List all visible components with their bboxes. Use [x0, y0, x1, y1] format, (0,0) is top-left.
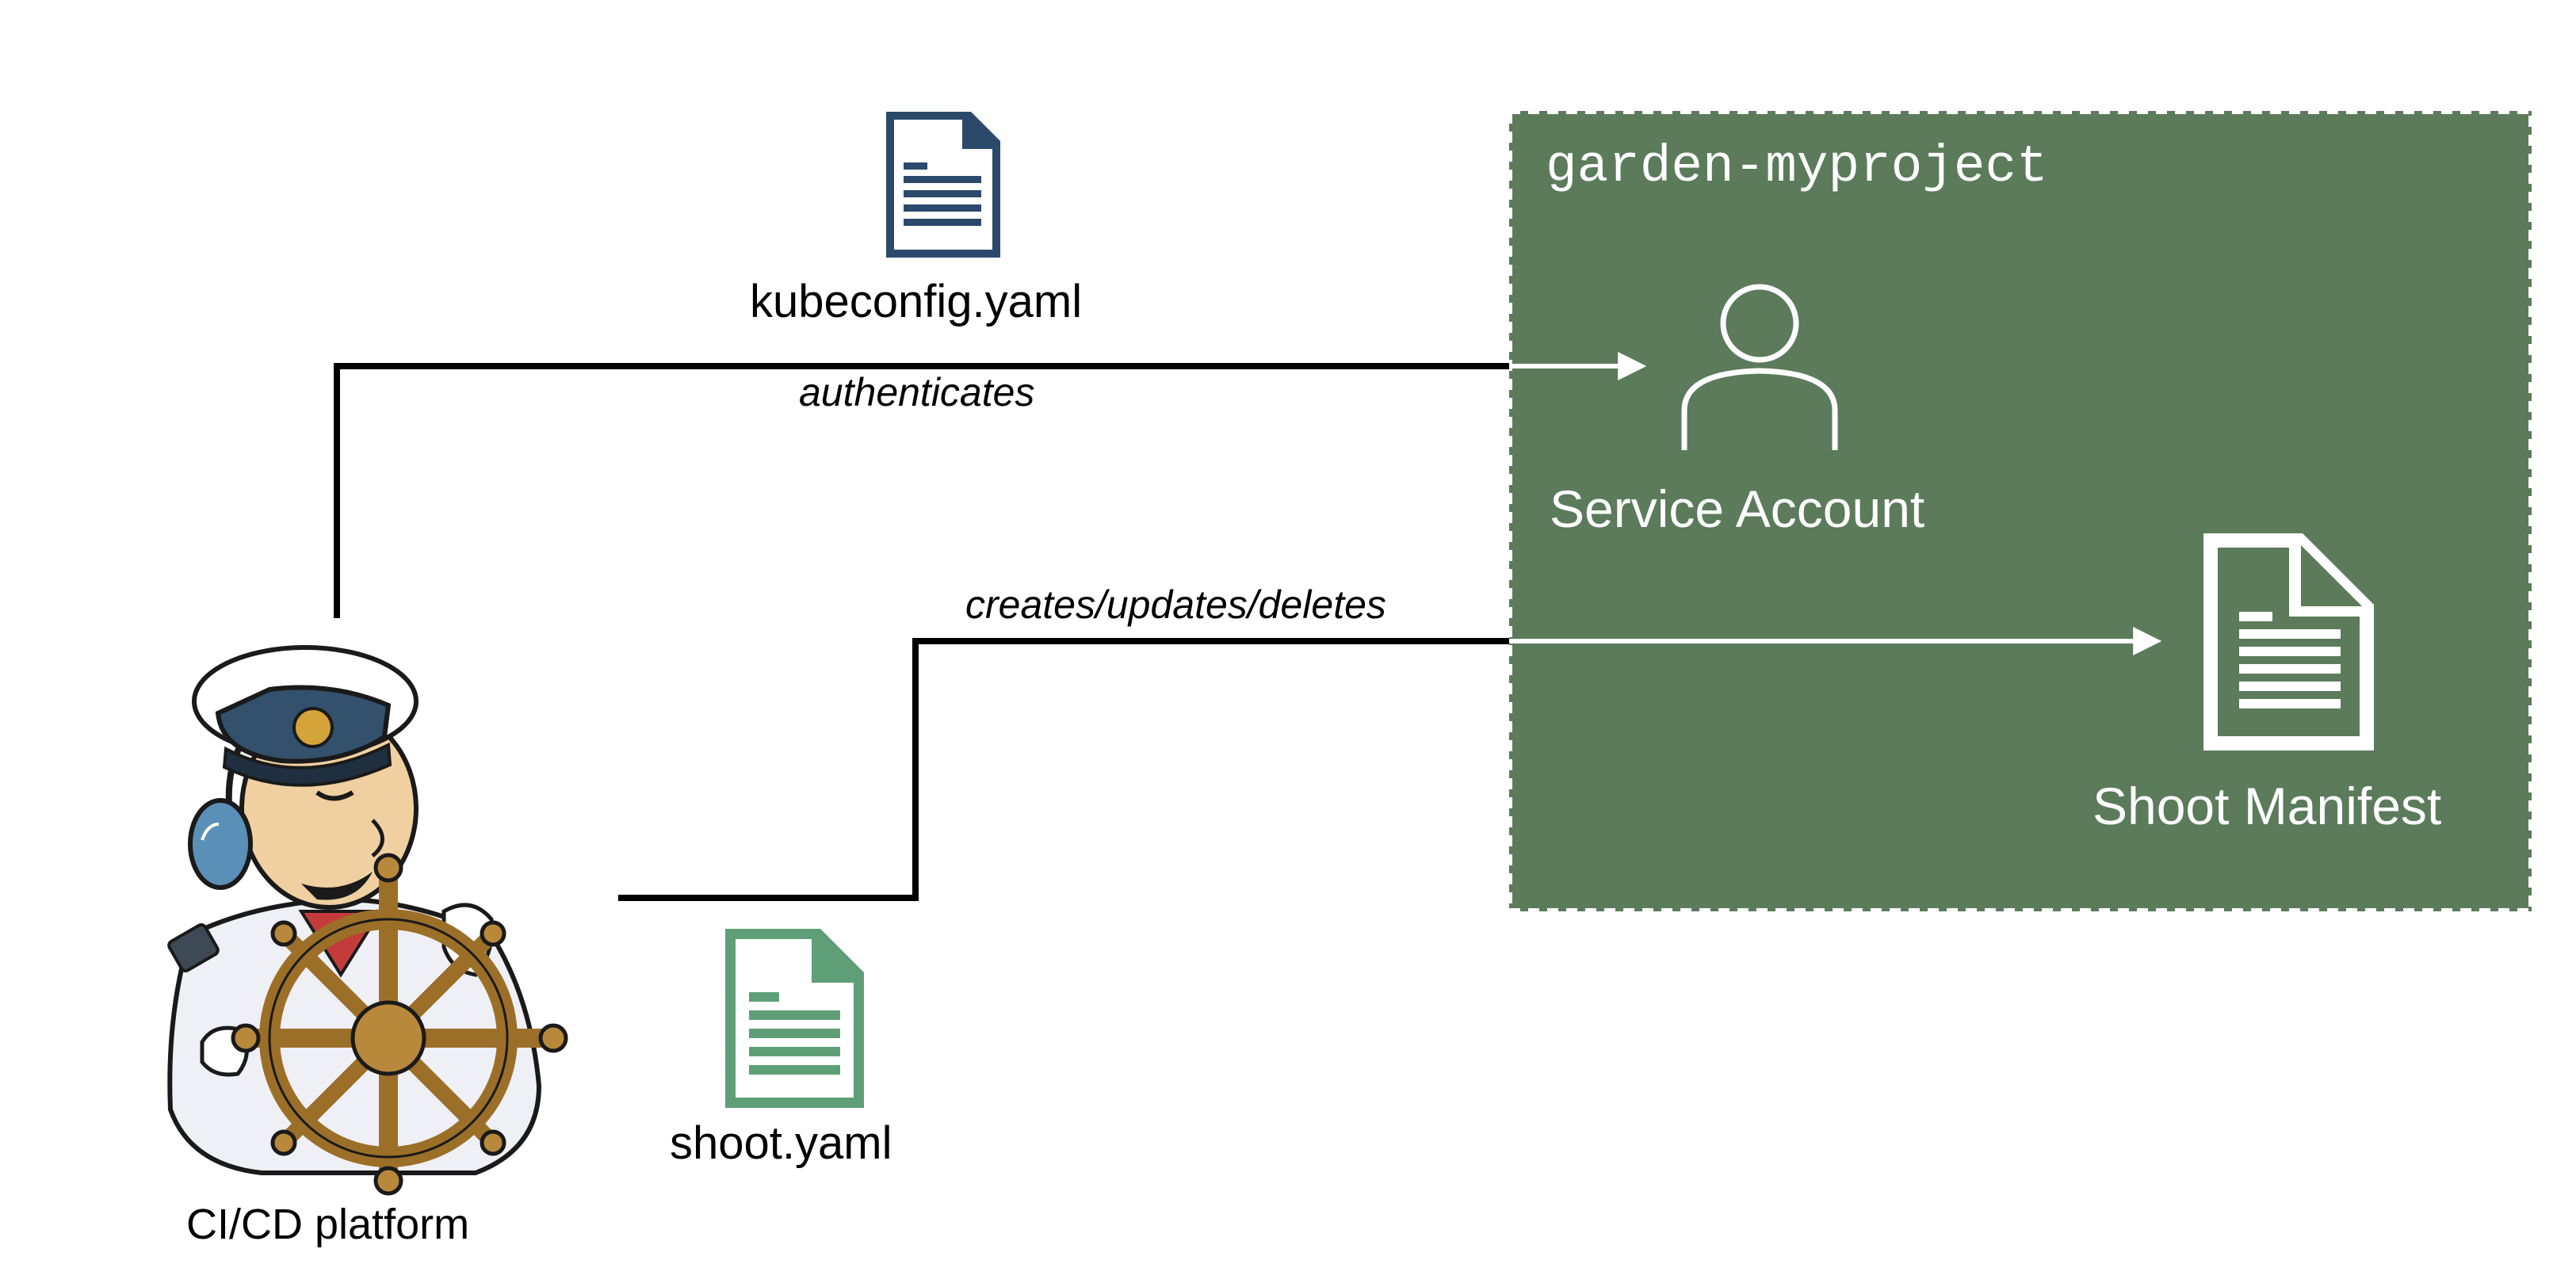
- kubeconfig-document-icon: [886, 112, 1000, 258]
- user-icon: [1681, 284, 1838, 450]
- creates-label: creates/updates/deletes: [965, 582, 1386, 627]
- namespace-box: garden-myproject: [1506, 108, 2535, 915]
- jenkins-captain-icon: [167, 645, 568, 1196]
- service-account-label: Service Account: [1550, 479, 1924, 538]
- namespace-label: garden-myproject: [1546, 137, 2048, 197]
- ci-platform-label: CI/CD platform: [186, 1201, 469, 1248]
- shoot-yaml-label: shoot.yaml: [670, 1117, 892, 1169]
- creates-edge: [618, 627, 2162, 901]
- shoot-manifest-label: Shoot Manifest: [2093, 777, 2441, 835]
- authenticates-label: authenticates: [799, 370, 1034, 414]
- authenticates-edge: [334, 352, 1647, 618]
- manifest-document-icon: [2203, 533, 2374, 750]
- kubeconfig-label: kubeconfig.yaml: [750, 276, 1082, 327]
- shoot-document-icon: [725, 929, 864, 1108]
